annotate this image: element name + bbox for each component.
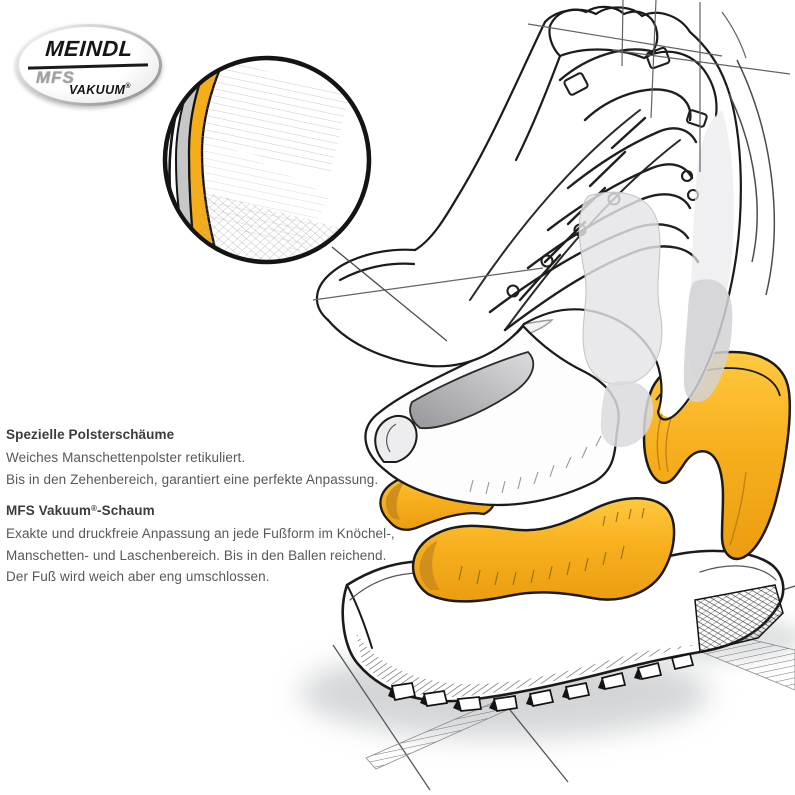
registered-mark: ® — [91, 504, 98, 513]
foam-annotation-line: Weiches Manschettenpolster retikuliert. — [6, 450, 246, 465]
vakuum-annotation-line: Der Fuß wird weich aber eng umschlossen. — [6, 569, 270, 585]
vakuum-annotation-title: MFS Vakuum®-Schaum — [6, 497, 395, 522]
vakuum-title-text: MFS Vakuum — [6, 503, 92, 518]
registered-mark: ® — [125, 83, 131, 90]
meindl-logo-badge: MEINDL MFS VAKUUM® — [16, 24, 162, 106]
lower-padding-overlay — [600, 380, 654, 448]
tread-lug-shadows — [388, 668, 641, 711]
pencil-hatching-upper — [200, 60, 350, 175]
sheet-hatch-ticks — [469, 435, 602, 495]
foam-annotation-block: Spezielle Polsterschäume Weiches Mansche… — [6, 423, 378, 490]
logo-mfs-text: MFS — [36, 68, 75, 87]
sketch-guide-lines — [312, 0, 791, 342]
footbed-hatch-ticks — [458, 507, 645, 586]
ankle-padding-overlay — [578, 191, 663, 385]
cuff-padding-sheet — [364, 324, 620, 507]
boot-sketch — [315, 5, 742, 448]
logo-vakuum-word: VAKUUM — [69, 83, 126, 97]
vakuum-annotation-block: MFS Vakuum®-Schaum Exakte und druckfreie… — [6, 497, 395, 588]
foam-annotation-title: Spezielle Polsterschäume — [6, 427, 175, 442]
vakuum-annotation-line: Exakte und druckfreie Anpassung an jede … — [6, 526, 395, 541]
logo-brand-text: MEINDL — [44, 36, 134, 61]
tread-lugs — [390, 652, 695, 712]
heel-padding-overlay — [683, 279, 733, 403]
sheet-roll-curl — [374, 414, 418, 463]
logo-vakuum-text: VAKUUM® — [69, 83, 131, 97]
magnifier-pointer-line — [331, 246, 448, 342]
sole-side-hatching — [356, 632, 700, 698]
logo-face: MEINDL MFS VAKUUM® — [19, 27, 159, 103]
detail-magnifier-circle — [162, 55, 372, 265]
sheet-top-panel — [409, 350, 535, 430]
foam-annotation-line: Bis in den Zehenbereich, garantiert eine… — [6, 471, 379, 487]
vakuum-title-suffix: -Schaum — [97, 503, 155, 518]
vakuum-annotation-line: Manschetten- und Laschenbereich. Bis in … — [6, 547, 387, 563]
mfs-vakuum-foam-footbed — [411, 497, 676, 603]
